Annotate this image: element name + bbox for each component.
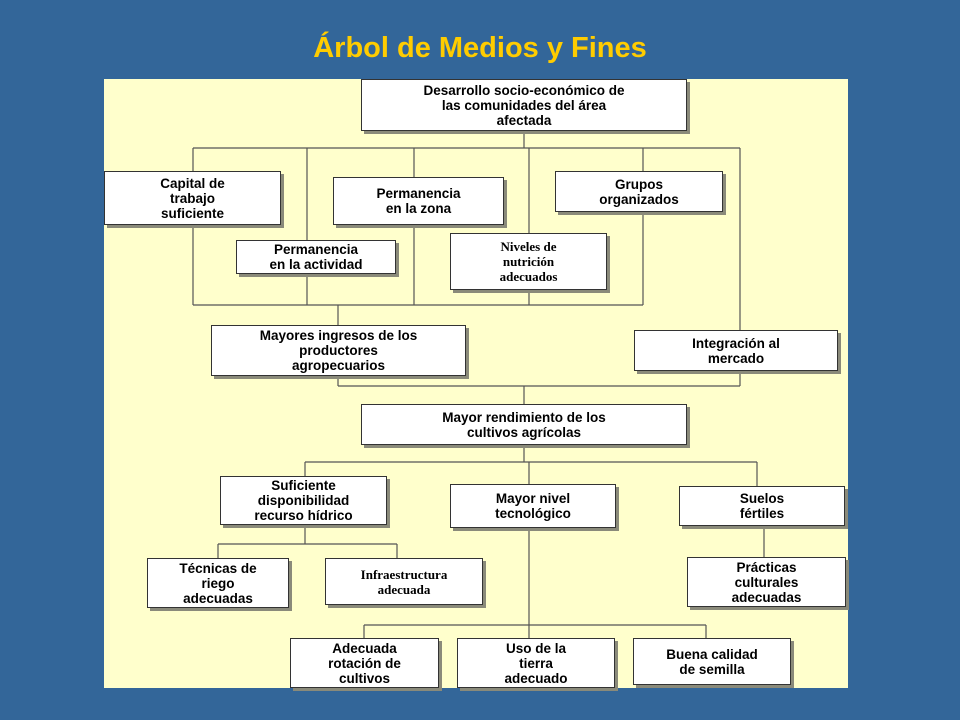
node-mayores-ingresos: Mayores ingresos de los productores agro… bbox=[211, 325, 466, 376]
node-rotacion-cultivos: Adecuada rotación de cultivos bbox=[290, 638, 439, 688]
node-permanencia-zona: Permanencia en la zona bbox=[333, 177, 504, 225]
node-grupos-organizados: Grupos organizados bbox=[555, 171, 723, 212]
node-calidad-semilla: Buena calidad de semilla bbox=[633, 638, 791, 685]
node-mayor-nivel-tecnologico: Mayor nivel tecnológico bbox=[450, 484, 616, 528]
node-recurso-hidrico: Suficiente disponibilidad recurso hídric… bbox=[220, 476, 387, 525]
node-suelos-fertiles: Suelos fértiles bbox=[679, 486, 845, 526]
node-uso-tierra: Uso de la tierra adecuado bbox=[457, 638, 615, 688]
node-niveles-nutricion: Niveles de nutrición adecuados bbox=[450, 233, 607, 290]
node-desarrollo: Desarrollo socio-económico de las comuni… bbox=[361, 79, 687, 131]
node-mayor-rendimiento: Mayor rendimiento de los cultivos agríco… bbox=[361, 404, 687, 445]
node-permanencia-actividad: Permanencia en la actividad bbox=[236, 240, 396, 274]
node-infraestructura: Infraestructura adecuada bbox=[325, 558, 483, 605]
node-practicas-culturales: Prácticas culturales adecuadas bbox=[687, 557, 846, 607]
node-integracion-mercado: Integración al mercado bbox=[634, 330, 838, 371]
node-tecnicas-riego: Técnicas de riego adecuadas bbox=[147, 558, 289, 608]
node-capital-trabajo: Capital de trabajo suficiente bbox=[104, 171, 281, 225]
page-title: Árbol de Medios y Fines bbox=[313, 32, 647, 64]
